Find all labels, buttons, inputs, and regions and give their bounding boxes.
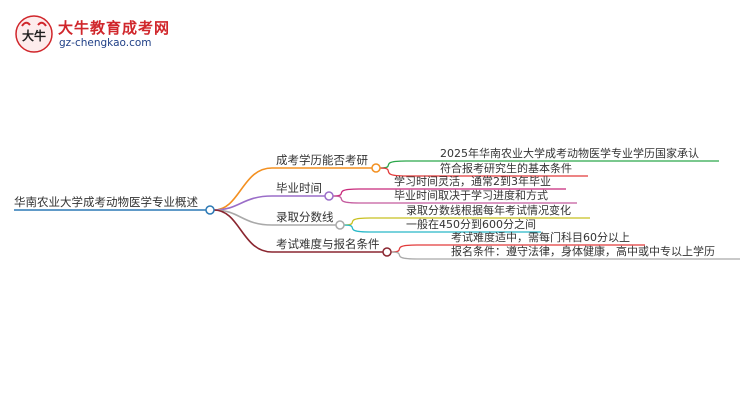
leaf-3-2-label[interactable]: 一般在450分到600分之间 xyxy=(406,218,536,231)
site-name: 大牛教育成考网 xyxy=(58,19,171,37)
branch-3-label[interactable]: 录取分数线 xyxy=(276,210,334,224)
leaf-4-1-label[interactable]: 考试难度适中，需每门科目60分以上 xyxy=(451,231,630,244)
root-node[interactable] xyxy=(205,205,215,215)
root-topic[interactable]: 华南农业大学成考动物医学专业概述 xyxy=(14,195,198,209)
leaf-connector-4-2 xyxy=(390,251,740,260)
leaf-connector-2-2 xyxy=(332,195,577,204)
branch-1-label[interactable]: 成考学历能否考研 xyxy=(276,153,368,167)
leaf-1-2-label[interactable]: 符合报考研究生的基本条件 xyxy=(440,162,572,175)
leaf-connector-1-2 xyxy=(379,167,588,177)
branch-4-node[interactable] xyxy=(382,247,392,257)
leaf-4-2-label[interactable]: 报名条件：遵守法律，身体健康，高中或中专以上学历 xyxy=(451,245,715,258)
branch-4-label[interactable]: 考试难度与报名条件 xyxy=(276,237,380,251)
site-domain: gz-chengkao.com xyxy=(59,37,152,49)
branch-1-node[interactable] xyxy=(371,163,381,173)
logo-mark-text: 大牛 xyxy=(22,28,46,43)
branch-3-node[interactable] xyxy=(335,220,345,230)
branch-connector-1 xyxy=(213,167,273,211)
leaf-3-1-label[interactable]: 录取分数线根据每年考试情况变化 xyxy=(406,204,571,217)
leaf-2-2-label[interactable]: 毕业时间取决于学习进度和方式 xyxy=(394,189,548,202)
leaf-2-1-label[interactable]: 学习时间灵活，通常2到3年毕业 xyxy=(394,175,551,188)
bull-logo-icon: 大牛 xyxy=(15,15,53,53)
branch-2-label[interactable]: 毕业时间 xyxy=(276,181,322,195)
branch-2-node[interactable] xyxy=(324,191,334,201)
site-logo[interactable]: 大牛 大牛教育成考网 gz-chengkao.com xyxy=(14,14,169,54)
branch-connector-4 xyxy=(213,209,273,253)
leaf-connector-3-2 xyxy=(343,224,541,233)
leaf-1-1-label[interactable]: 2025年华南农业大学成考动物医学专业学历国家承认 xyxy=(440,147,699,160)
